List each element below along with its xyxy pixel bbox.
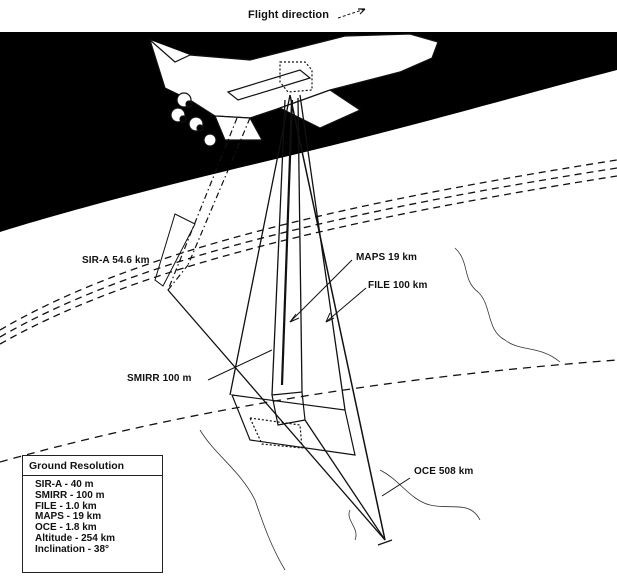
orbit-tracks [0,159,617,463]
legend-item: MAPS - 19 km [35,511,102,523]
ground-resolution-legend: Ground Resolution SIR-A - 40 m SMIRR - 1… [22,455,163,573]
legend-item: Inclination - 38° [35,543,110,555]
leader-lines [207,259,411,497]
space-shuttle [149,33,439,147]
legend-list: SIR-A - 40 m SMIRR - 100 m FILE - 1.0 km… [23,476,162,556]
legend-item: FILE - 1.0 km [35,500,97,512]
legend-item: Altitude - 254 km [35,532,116,544]
maps-label: MAPS 19 km [356,252,418,263]
space-background [0,32,617,232]
smirr-label: SMIRR 100 m [127,373,192,384]
sensor-column-beams [229,94,386,541]
file-label: FILE 100 km [368,280,428,291]
flight-direction-label: Flight direction [248,9,330,21]
file-footprint [231,391,356,456]
legend-item: SIR-A - 40 m [35,479,94,490]
oce-beam [167,289,393,546]
coastlines [199,247,561,571]
sir-a-beam [167,117,251,291]
oce-label: OCE 508 km [414,466,474,477]
sir-a-width-marker [154,213,196,287]
legend-item: OCE - 1.8 km [35,522,97,534]
legend-item: SMIRR - 100 m [35,489,105,501]
legend-title: Ground Resolution [23,456,162,476]
sir-a-label: SIR-A 54.6 km [82,255,150,266]
